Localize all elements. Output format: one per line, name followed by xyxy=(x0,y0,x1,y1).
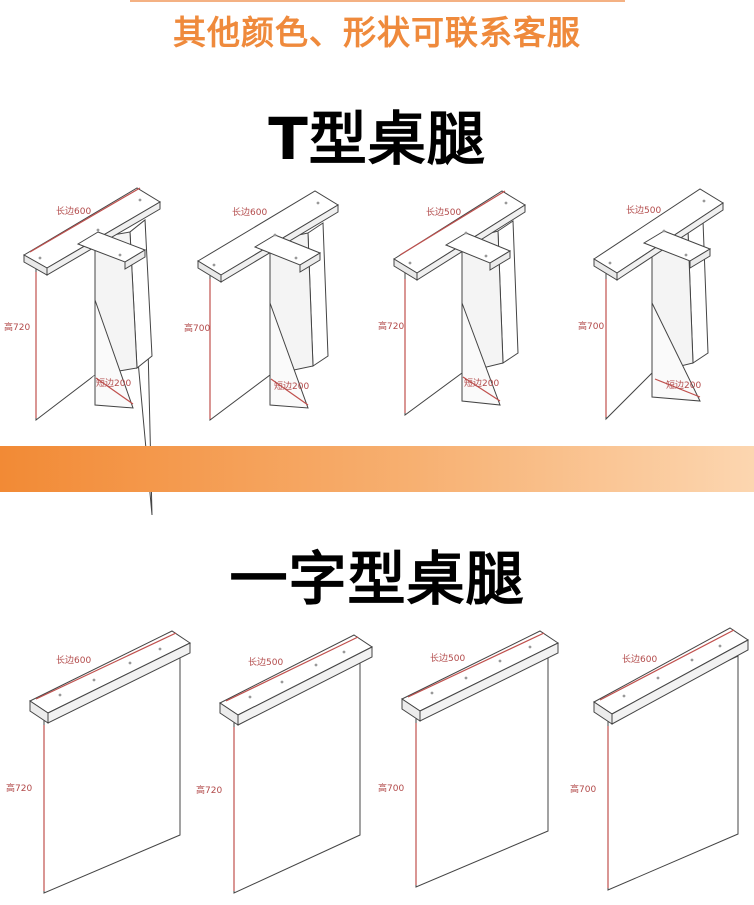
t2-height-label: 高700 xyxy=(184,322,210,334)
t3-long-label: 长边500 xyxy=(426,206,461,218)
t1-short-label: 短边200 xyxy=(96,377,131,389)
top-divider xyxy=(130,0,625,2)
straight-leg-diagram-1: 长边600 高720 xyxy=(6,630,191,894)
straight-leg-title: 一字型桌腿 xyxy=(229,545,525,613)
i2-height-label: 高720 xyxy=(196,784,222,796)
i3-long-label: 长边500 xyxy=(430,652,465,664)
t3-height-label: 高720 xyxy=(378,320,404,332)
i4-long-label: 长边600 xyxy=(622,653,657,665)
i1-height-label: 高720 xyxy=(6,782,32,794)
i2-long-label: 长边500 xyxy=(248,656,283,668)
section-divider-band xyxy=(0,446,754,492)
t3-short-label: 短边200 xyxy=(464,377,499,389)
contact-notice: 其他颜色、形状可联系客服 xyxy=(173,13,581,52)
t4-long-label: 长边500 xyxy=(626,204,661,216)
t-leg-diagram-3: 长边500 高720 短边200 xyxy=(378,190,526,416)
t-leg-diagram-4: 长边500 高700 短边200 xyxy=(578,188,724,421)
t1-height-label: 高720 xyxy=(4,321,30,333)
i3-height-label: 高700 xyxy=(378,782,404,794)
t4-short-label: 短边200 xyxy=(666,379,701,391)
t2-short-label: 短边200 xyxy=(274,380,309,392)
t1-long-label: 长边600 xyxy=(56,205,91,217)
i4-height-label: 高700 xyxy=(570,783,596,795)
t2-long-label: 长边600 xyxy=(232,206,267,218)
straight-leg-diagram-3: 长边500 高700 xyxy=(378,630,559,888)
t4-height-label: 高700 xyxy=(578,320,604,332)
straight-leg-diagram-2: 长边500 高720 xyxy=(196,634,373,894)
i1-long-label: 长边600 xyxy=(56,654,91,666)
t-leg-diagram-1: 长边600 高720 短边200 xyxy=(4,187,161,516)
t-leg-diagram-2: 长边600 高700 短边200 xyxy=(184,190,339,421)
t-leg-title: T型桌腿 xyxy=(268,105,486,173)
straight-leg-diagram-4: 长边600 高700 xyxy=(570,627,749,891)
